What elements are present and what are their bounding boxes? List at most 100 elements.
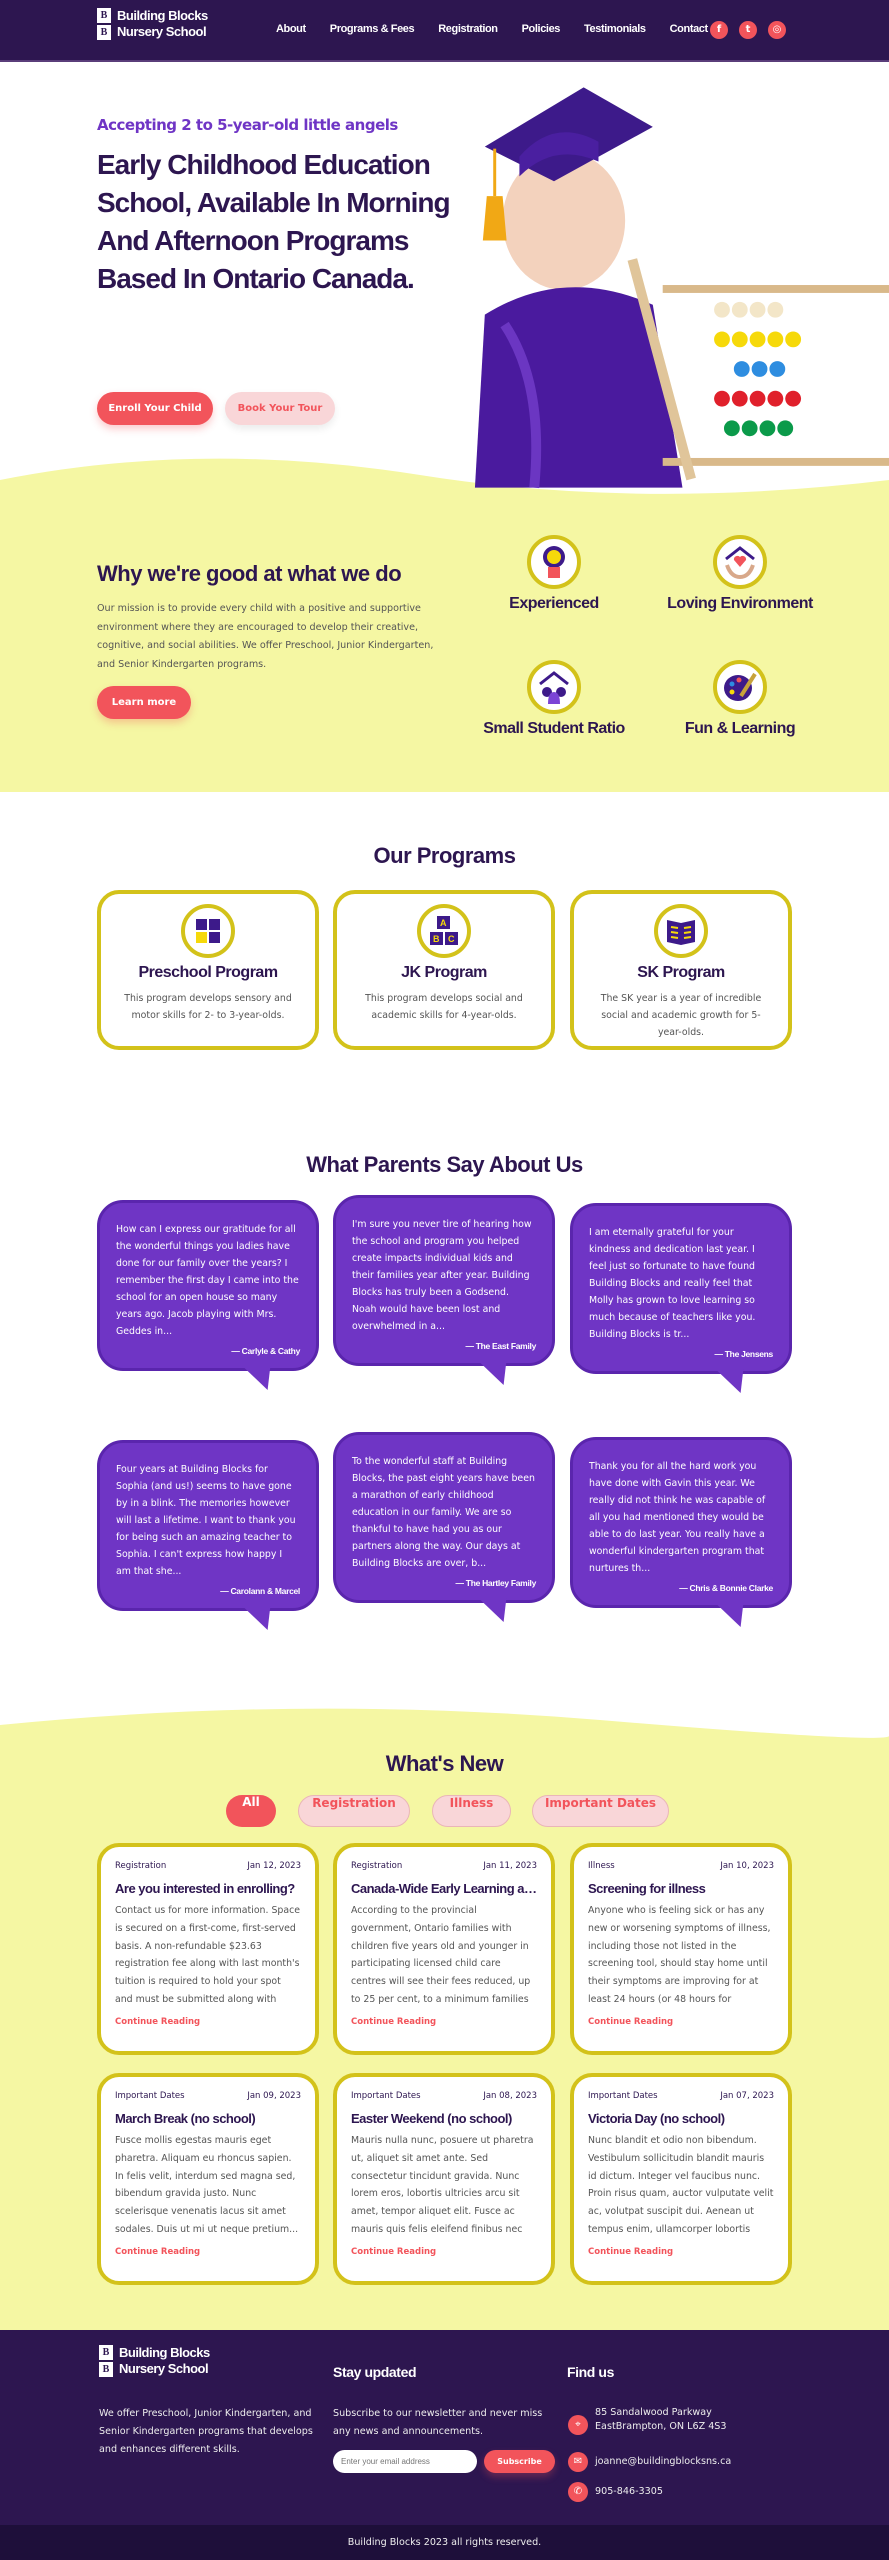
copyright: Building Blocks 2023 all rights reserved… (0, 2525, 889, 2560)
twitter-icon[interactable]: t (739, 21, 757, 39)
facebook-icon[interactable]: f (710, 21, 728, 39)
stay-updated-title: Stay updated (333, 2364, 417, 2380)
nav-programs-fees[interactable]: Programs & Fees (329, 23, 415, 35)
why-text: Our mission is to provide every child wi… (97, 603, 434, 670)
brand-line1: Building Blocks (117, 8, 208, 23)
news-title: What's New (385, 1751, 504, 1776)
testimonial-author: — Carlyle & Cathy (231, 1346, 300, 1356)
speech-tail (242, 1366, 282, 1390)
news-title[interactable]: Easter Weekend (no school) (351, 2111, 512, 2126)
news-category: Registration (351, 1861, 403, 1871)
testimonial-text: Thank you for all the hard work you have… (589, 1461, 766, 1574)
testimonial-author: — The Hartley Family (455, 1578, 537, 1588)
nav-testimonials[interactable]: Testimonials (584, 23, 646, 35)
testimonial-text: I am eternally grateful for your kindnes… (589, 1227, 756, 1340)
filter-registration[interactable]: Registration (298, 1795, 410, 1827)
news-excerpt: Mauris nulla nunc, posuere ut pharetra u… (351, 2135, 534, 2235)
testimonial-bubble: Thank you for all the hard work you have… (570, 1437, 792, 1627)
abacus (627, 258, 889, 481)
news-excerpt: Contact us for more information. Space i… (115, 1905, 301, 2005)
book-tour-button[interactable]: Book Your Tour (225, 392, 335, 425)
nav-registration[interactable]: Registration (438, 23, 498, 35)
news-date: Jan 08, 2023 (483, 2091, 537, 2101)
news-excerpt: Anyone who is feeling sick or has any ne… (588, 1905, 771, 2005)
news-category: Important Dates (115, 2091, 185, 2101)
caring-hands-icon (713, 535, 767, 589)
nav-about[interactable]: About (276, 23, 306, 35)
brand-line2: Nursery School (117, 24, 207, 39)
news-title[interactable]: Canada-Wide Early Learning and Child... (351, 1881, 537, 1896)
email-link[interactable]: joanne@buildingblocksns.ca (595, 2456, 732, 2467)
continue-reading-link[interactable]: Continue Reading (588, 2017, 674, 2027)
filter-important-dates[interactable]: Important Dates (532, 1795, 669, 1827)
news-category: Important Dates (351, 2091, 421, 2101)
svg-text:C: C (448, 934, 455, 944)
news-category: Illness (588, 1861, 615, 1871)
feature-loving-environment: Loving Environment (655, 535, 825, 613)
news-date: Jan 09, 2023 (247, 2091, 301, 2101)
footer-about: We offer Preschool, Junior Kindergarten,… (99, 2408, 313, 2455)
medal-icon (527, 535, 581, 589)
phone-link[interactable]: 905-846-3305 (595, 2486, 663, 2497)
continue-reading-link[interactable]: Continue Reading (115, 2017, 201, 2027)
hero-title: Early Childhood Education School, Availa… (97, 149, 451, 294)
news-title[interactable]: Screening for illness (588, 1881, 706, 1896)
continue-reading-link[interactable]: Continue Reading (115, 2247, 201, 2257)
feature-experienced: Experienced (479, 535, 629, 613)
news-title[interactable]: Are you interested in enrolling? (115, 1881, 295, 1896)
testimonial-bubble: I am eternally grateful for your kindnes… (570, 1203, 792, 1393)
news-title[interactable]: Victoria Day (no school) (588, 2111, 725, 2126)
testimonial-author: — Carolann & Marcel (220, 1586, 300, 1596)
testimonial-text: To the wonderful staff at Building Block… (352, 1456, 535, 1569)
nav-policies[interactable]: Policies (521, 23, 561, 35)
yellow-wave-background (0, 458, 889, 792)
continue-reading-link[interactable]: Continue Reading (588, 2247, 674, 2257)
news-date: Jan 11, 2023 (483, 1861, 537, 1871)
newsletter-text: Subscribe to our newsletter and never mi… (333, 2408, 543, 2437)
testimonial-bubble: How can I express our gratitude for all … (97, 1200, 319, 1390)
enroll-button[interactable]: Enroll Your Child (97, 392, 213, 425)
subscribe-button[interactable]: Subscribe (484, 2450, 555, 2473)
book-icon (654, 904, 708, 958)
email-input[interactable] (333, 2450, 477, 2473)
students-icon (527, 660, 581, 714)
testimonial-bubble: To the wonderful staff at Building Block… (333, 1432, 555, 1622)
nav-contact[interactable]: Contact (669, 23, 709, 35)
testimonials-title: What Parents Say About Us (306, 1152, 583, 1177)
continue-reading-link[interactable]: Continue Reading (351, 2017, 437, 2027)
filter-all[interactable]: All (226, 1795, 276, 1827)
news-date: Jan 10, 2023 (720, 1861, 774, 1871)
testimonial-author: — The Jensens (714, 1349, 774, 1359)
svg-text:A: A (440, 918, 447, 928)
feature-fun-learning: Fun & Learning (655, 660, 825, 738)
testimonial-bubble: Four years at Building Blocks for Sophia… (97, 1440, 319, 1630)
speech-tail (242, 1606, 282, 1630)
news-category: Registration (115, 1861, 167, 1871)
why-title: Why we're good at what we do (97, 561, 402, 586)
news-excerpt: Fusce mollis egestas mauris eget pharetr… (115, 2135, 299, 2235)
programs-title: Our Programs (373, 843, 516, 868)
testimonial-text: How can I express our gratitude for all … (116, 1224, 299, 1337)
testimonial-bubble: I'm sure you never tire of hearing how t… (333, 1195, 555, 1385)
filter-illness[interactable]: Illness (432, 1795, 511, 1827)
testimonial-text: Four years at Building Blocks for Sophia… (116, 1464, 296, 1577)
learn-more-button[interactable]: Learn more (97, 686, 191, 719)
news-title[interactable]: March Break (no school) (115, 2111, 256, 2126)
testimonial-author: — The East Family (465, 1341, 537, 1351)
instagram-icon[interactable]: ◎ (768, 21, 786, 39)
location-pin-icon: ⌖ (568, 2415, 588, 2435)
continue-reading-link[interactable]: Continue Reading (351, 2247, 437, 2257)
